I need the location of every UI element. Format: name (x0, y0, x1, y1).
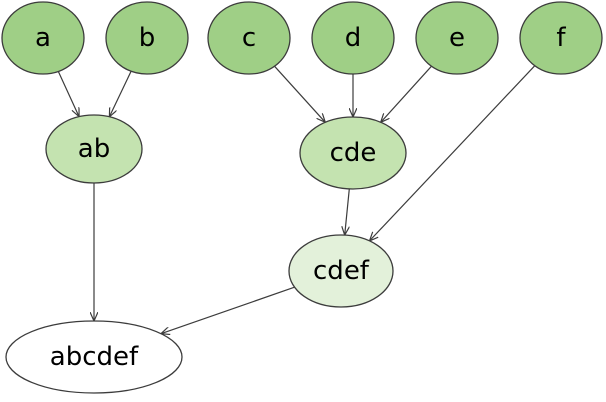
edges-layer (57, 65, 536, 334)
node-d-label: d (345, 23, 362, 53)
edge-b-to-ab (109, 70, 132, 117)
node-f: f (519, 1, 603, 75)
node-abcdef-label: abcdef (50, 342, 139, 372)
node-f-label: f (556, 23, 566, 53)
node-b-ellipse (105, 1, 189, 75)
node-cdef-ellipse (288, 234, 394, 308)
node-f-ellipse (519, 1, 603, 75)
node-ab-label: ab (78, 134, 110, 164)
node-b: b (105, 1, 189, 75)
node-a-ellipse (1, 1, 85, 75)
node-cde-ellipse (299, 116, 407, 190)
node-cdef: cdef (288, 234, 394, 308)
node-a: a (1, 1, 85, 75)
node-ab-ellipse (45, 114, 143, 184)
node-cde-label: cde (330, 138, 377, 168)
edge-cde-to-cdef (345, 188, 350, 235)
edge-c-to-cde (274, 65, 326, 122)
edge-f-to-cdef (370, 65, 536, 241)
node-c-label: c (242, 23, 256, 53)
node-d-ellipse (311, 1, 395, 75)
node-e: e (415, 1, 499, 75)
node-abcdef-ellipse (5, 320, 183, 394)
edge-a-to-ab (57, 71, 79, 116)
node-c-ellipse (207, 1, 291, 75)
node-cdef-label: cdef (313, 256, 370, 286)
edge-cdef-to-abcdef (161, 286, 295, 334)
node-c: c (207, 1, 291, 75)
node-b-label: b (139, 23, 156, 53)
node-ab: ab (45, 114, 143, 184)
node-cde: cde (299, 116, 407, 190)
node-a-label: a (35, 23, 51, 53)
node-e-label: e (449, 23, 465, 53)
node-abcdef: abcdef (5, 320, 183, 394)
edge-e-to-cde (381, 65, 432, 122)
node-d: d (311, 1, 395, 75)
node-e-ellipse (415, 1, 499, 75)
